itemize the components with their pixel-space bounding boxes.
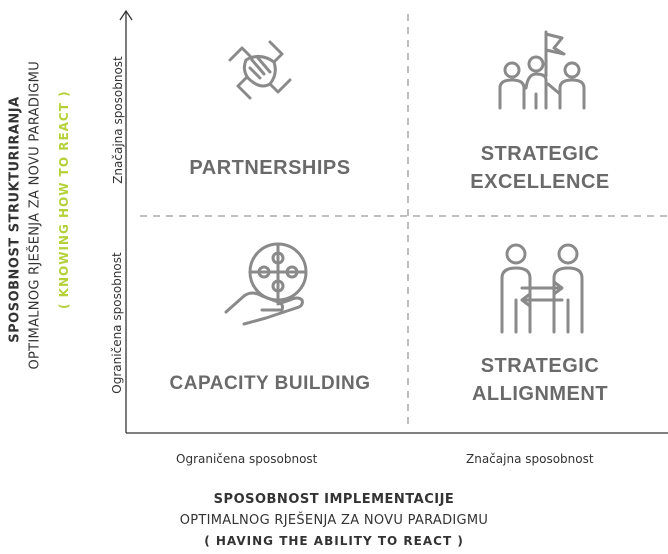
quadrant-label-line: STRATEGIC [480,355,600,377]
hands-together-icon [228,40,292,100]
x-level-high: Značajna sposobnost [466,452,594,466]
quadrant-label-partnerships: PARTNERSHIPS [189,157,351,179]
team-flag-icon [498,30,586,110]
y-level-low: Ograničena sposobnost [110,252,124,394]
quadrant-label-line: STRATEGIC [480,143,600,165]
x-axis-title: SPOSOBNOST IMPLEMENTACIJE [213,492,455,507]
x-axis-note: ( HAVING THE ABILITY TO REACT ) [204,534,464,548]
quadrant-label-line: EXCELLENCE [470,171,610,193]
y-level-high: Značajna sposobnost [111,56,125,184]
y-axis-title: SPOSOBNOST STRUKTURIRANJA [7,96,23,343]
quadrant-label-strategic-allignment: STRATEGIC ALLIGNMENT [460,352,620,408]
quadrant-label-capacity-building: CAPACITY BUILDING [169,373,371,394]
y-axis-note: ( KNOWING HOW TO REACT ) [57,90,71,309]
y-axis-arrow [119,9,133,21]
x-axis-subtitle: OPTIMALNOG RJEŠENJA ZA NOVU PARADIGMU [179,513,489,528]
people-exchange-icon [500,243,584,334]
puzzle-hand-icon [224,242,308,326]
quadrant-label-line: ALLIGNMENT [471,383,609,405]
y-axis-subtitle: OPTIMALNOG RJEŠENJA ZA NOVU PARADIGMU [27,60,43,370]
x-level-low: Ograničena sposobnost [176,452,318,466]
quadrant-label-strategic-excellence: STRATEGIC EXCELLENCE [460,140,620,196]
